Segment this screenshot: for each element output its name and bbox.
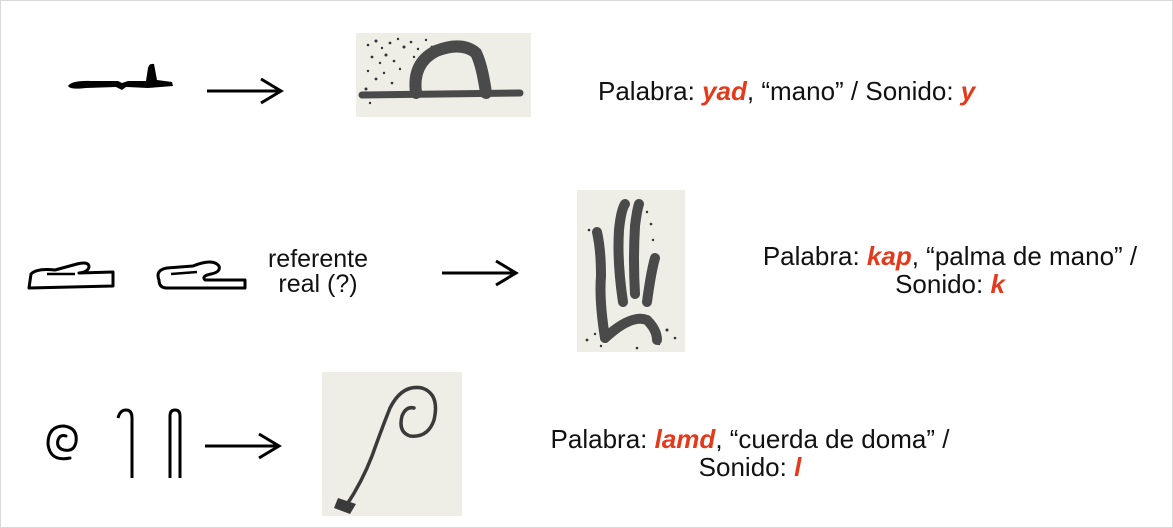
arrow-right-icon: [203, 431, 283, 461]
hieroglyph-hand-flat: [25, 252, 133, 292]
sound-lamd: l: [794, 452, 802, 482]
meaning-yad: , “mano” / Sonido:: [746, 76, 961, 106]
proto-sinaitic-sign-yad: [356, 33, 531, 117]
hieroglyph-arm: [62, 60, 182, 100]
word-kap: kap: [866, 241, 912, 271]
caption-lamd-line-1: Palabra: lamd, “cuerda de doma” /: [500, 425, 1000, 453]
meaning-lamd: , “cuerda de doma” /: [715, 424, 950, 454]
sound-yad: y: [960, 76, 976, 106]
referent-line-2: real (?): [278, 270, 358, 298]
word-lamd: lamd: [654, 424, 716, 454]
hieroglyph-crook-1: [112, 408, 138, 480]
label-palabra: Palabra:: [598, 76, 703, 106]
arrow-right-icon: [205, 76, 285, 106]
caption-yad: Palabra: yad, “mano” / Sonido: y: [598, 77, 975, 105]
caption-lamd: Palabra: lamd, “cuerda de doma” / Sonido…: [500, 425, 1000, 481]
caption-kap: Palabra: kap, “palma de mano” / Sonido: …: [740, 242, 1160, 298]
hieroglyph-coil: [40, 418, 84, 466]
sound-kap: k: [990, 269, 1005, 299]
word-yad: yad: [702, 76, 747, 106]
referent-line-1: referente: [267, 245, 369, 273]
meaning-kap: , “palma de mano” /: [911, 241, 1138, 271]
label-sonido: Sonido:: [895, 269, 991, 299]
label-palabra: Palabra:: [550, 424, 655, 454]
caption-lamd-line-2: Sonido: l: [500, 453, 1000, 481]
proto-sinaitic-sign-lamd: [322, 372, 462, 516]
label-sonido: Sonido:: [698, 452, 795, 482]
hieroglyph-hand-cupped: [153, 250, 253, 294]
arrow-right-icon: [440, 258, 520, 288]
caption-kap-line-1: Palabra: kap, “palma de mano” /: [740, 242, 1160, 270]
referent-label: referente real (?): [262, 247, 374, 297]
label-palabra: Palabra:: [762, 241, 867, 271]
caption-kap-line-2: Sonido: k: [740, 270, 1160, 298]
proto-sinaitic-sign-kap: [577, 190, 685, 352]
hieroglyph-crook-2: [164, 408, 188, 480]
